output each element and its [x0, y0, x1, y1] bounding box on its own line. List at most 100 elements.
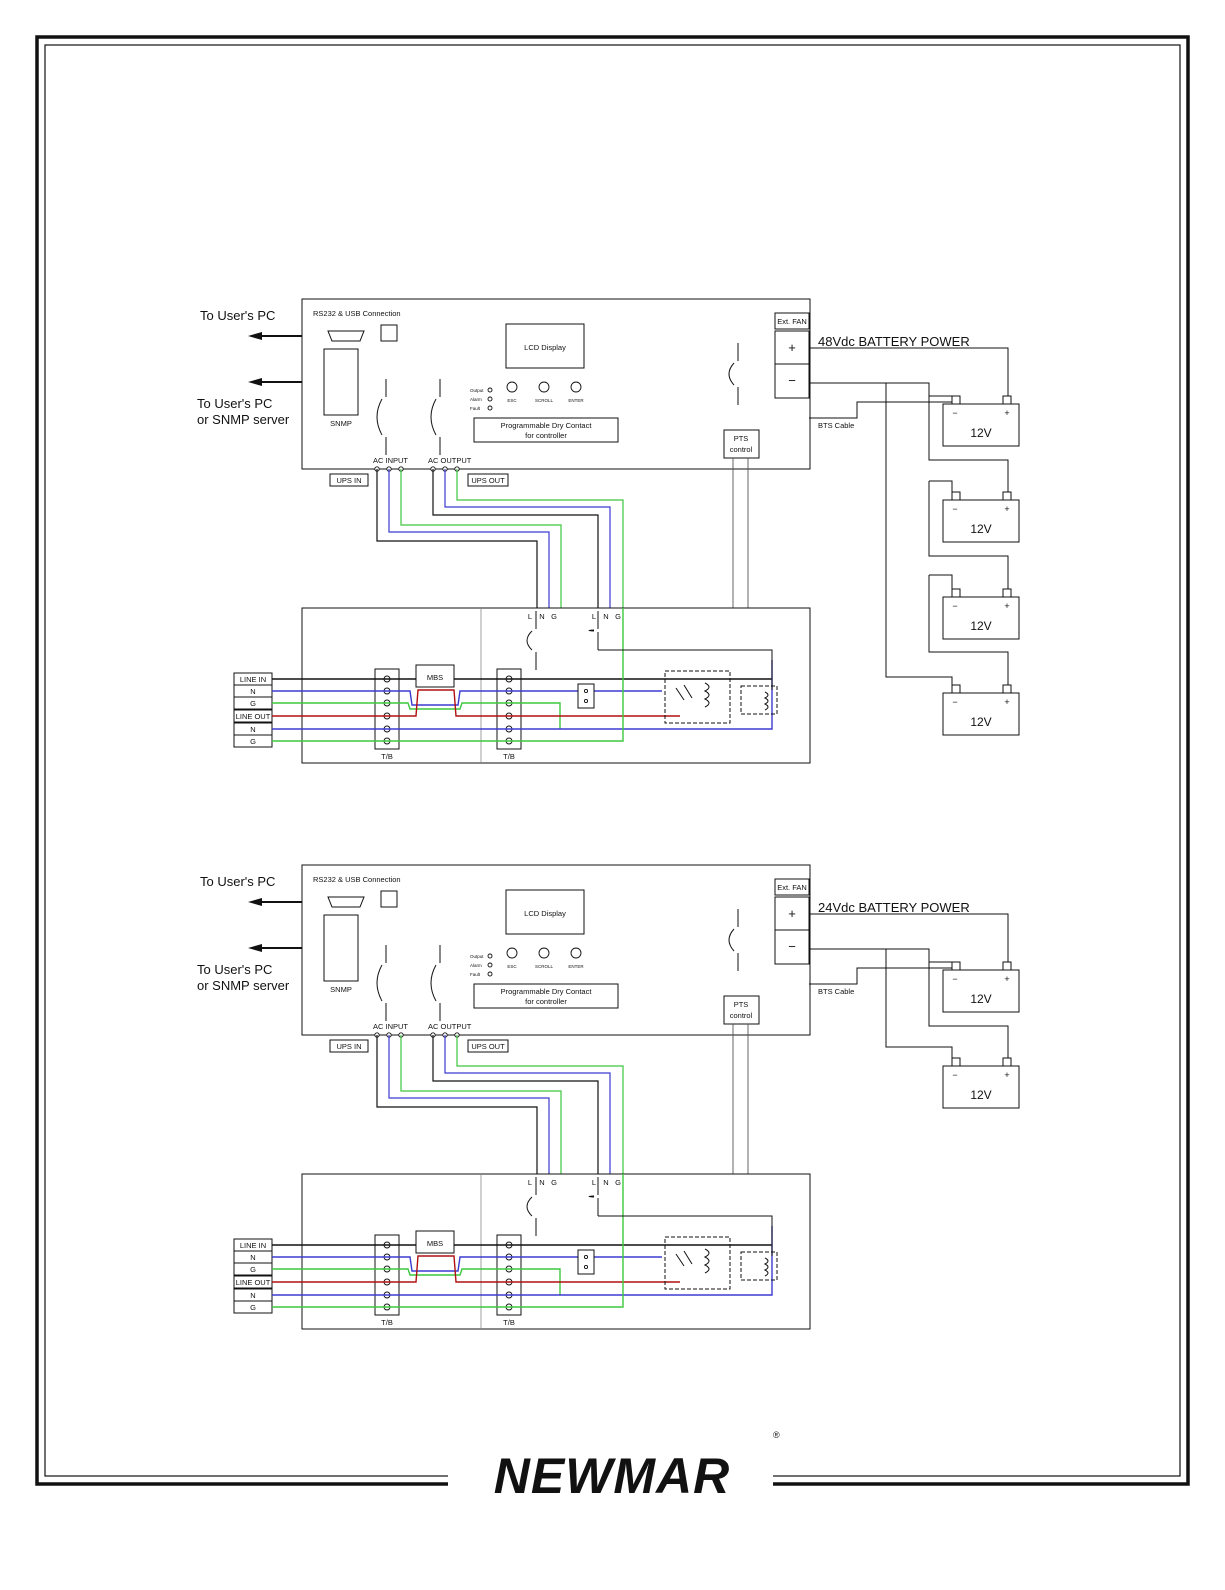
- battery-power-label: 24Vdc BATTERY POWER: [818, 900, 970, 915]
- battery-minus-sign: −: [952, 504, 957, 514]
- snmp-card: [323, 914, 359, 982]
- pts-label-2: control: [730, 445, 753, 454]
- battery-body: [942, 403, 1020, 447]
- arrow-to-pc-head: [248, 898, 262, 906]
- mbs-label: MBS: [427, 673, 443, 682]
- snmp-card: [323, 348, 359, 416]
- cable-input-l: [376, 1035, 538, 1174]
- field-label-2: G: [250, 1265, 256, 1274]
- outlet-hole: [583, 1254, 589, 1260]
- battery-voltage: 12V: [970, 522, 991, 536]
- output-l-label: L: [592, 1178, 596, 1187]
- to-users-pc-snmp-label-1: To User's PC: [197, 962, 272, 977]
- battery-body: [942, 692, 1020, 736]
- cable-input-g: [400, 469, 562, 608]
- battery-3: −+12V: [942, 684, 1020, 736]
- battery-minus-sign: −: [952, 408, 957, 418]
- usb-port: [380, 890, 398, 908]
- ext-fan-box: [774, 312, 810, 330]
- bts-cable-wire: [809, 401, 952, 419]
- snmp-label: SNMP: [330, 985, 352, 994]
- scroll-button: [538, 947, 550, 959]
- ups-out-tag: [467, 473, 509, 487]
- led-output-label: Output: [470, 954, 484, 959]
- mbs-switch: [415, 1230, 455, 1254]
- dc-plus-label: +: [788, 906, 796, 921]
- field-label-3: LINE OUT: [236, 712, 271, 721]
- pts-relay: [740, 1251, 778, 1281]
- dry-contact-label-1: Programmable Dry Contact: [501, 987, 593, 996]
- to-users-pc-snmp-label-2: or SNMP server: [197, 412, 290, 427]
- ac-input-switch-blade: [376, 398, 383, 436]
- scroll-button: [538, 381, 550, 393]
- dc-plus-label: +: [788, 340, 796, 355]
- field-label-1: N: [250, 1253, 255, 1262]
- mbs-switch: [415, 664, 455, 688]
- service-outlet: [577, 1249, 595, 1275]
- newmar-logo: NEWMAR ®: [448, 1430, 780, 1504]
- dry-contact-box: [473, 417, 619, 443]
- ups-out-label: UPS OUT: [471, 476, 505, 485]
- field-label-1: N: [250, 687, 255, 696]
- relay-coil: [703, 1248, 710, 1274]
- series-link-3: [928, 481, 1009, 589]
- led-fault-label: Fault: [470, 972, 481, 977]
- enter-button: [570, 947, 582, 959]
- battery-positive-wire: [809, 913, 1009, 962]
- battery-terminal-pos: [1002, 491, 1012, 501]
- battery-terminal-neg: [951, 1057, 961, 1067]
- field-label-5: G: [250, 737, 256, 746]
- scroll-label: SCROLL: [535, 398, 554, 403]
- battery-minus-sign: −: [952, 601, 957, 611]
- cable-input-n: [388, 469, 550, 608]
- battery-terminal-neg: [951, 491, 961, 501]
- rs232-label: RS232 & USB Connection: [313, 309, 401, 318]
- bypass-relay-blade: [728, 928, 735, 952]
- to-users-pc-label: To User's PC: [200, 874, 275, 889]
- bypass-relay-blade: [728, 362, 735, 386]
- relay-coil: [703, 682, 710, 708]
- battery-1: −+12V: [942, 1057, 1020, 1109]
- service-outlet: [577, 683, 595, 709]
- battery-plus-sign: +: [1004, 1070, 1009, 1080]
- pts-label-1: PTS: [734, 1000, 749, 1009]
- dry-contact-label-2: for controller: [525, 997, 567, 1006]
- relay-contacts: [675, 684, 693, 701]
- line-out-wire: [272, 1255, 680, 1283]
- ac-output-switch-blade: [430, 964, 437, 1002]
- ups-out-label: UPS OUT: [471, 1042, 505, 1051]
- battery-terminal-pos: [1002, 961, 1012, 971]
- cable-input-n: [388, 1035, 550, 1174]
- input-l-label: L: [528, 612, 532, 621]
- field-label-5: G: [250, 1303, 256, 1312]
- led-fault: [487, 971, 493, 977]
- panel-output-switch-blade: [588, 629, 595, 632]
- battery-terminal-pos: [1002, 588, 1012, 598]
- ac-output-switch-blade: [430, 398, 437, 436]
- ext-fan-label: Ext. FAN: [777, 317, 807, 326]
- input-n-label: N: [539, 612, 544, 621]
- panel-output-switch-blade: [588, 1195, 595, 1198]
- led-fault-label: Fault: [470, 406, 481, 411]
- field-label-0: LINE IN: [240, 1241, 266, 1250]
- pts-label-2: control: [730, 1011, 753, 1020]
- ac-output-label: AC OUTPUT: [428, 1022, 472, 1031]
- led-output: [487, 387, 493, 393]
- battery-2: −+12V: [942, 588, 1020, 640]
- output-g-label: G: [615, 612, 621, 621]
- ext-fan-box: [774, 878, 810, 896]
- pts-control-box: [723, 429, 760, 459]
- series-link-2: [929, 480, 953, 492]
- input-g-label: G: [551, 1178, 557, 1187]
- ground-out-wire: [272, 1174, 624, 1308]
- transfer-relay: [664, 670, 731, 724]
- cable-input-g: [400, 1035, 562, 1174]
- battery-terminal-pos: [1002, 1057, 1012, 1067]
- battery-body: [942, 1065, 1020, 1109]
- ups-in-label: UPS IN: [336, 1042, 361, 1051]
- led-alarm: [487, 962, 493, 968]
- battery-negative-wire: [809, 382, 952, 397]
- cable-output-n: [444, 469, 611, 608]
- battery-voltage: 12V: [970, 715, 991, 729]
